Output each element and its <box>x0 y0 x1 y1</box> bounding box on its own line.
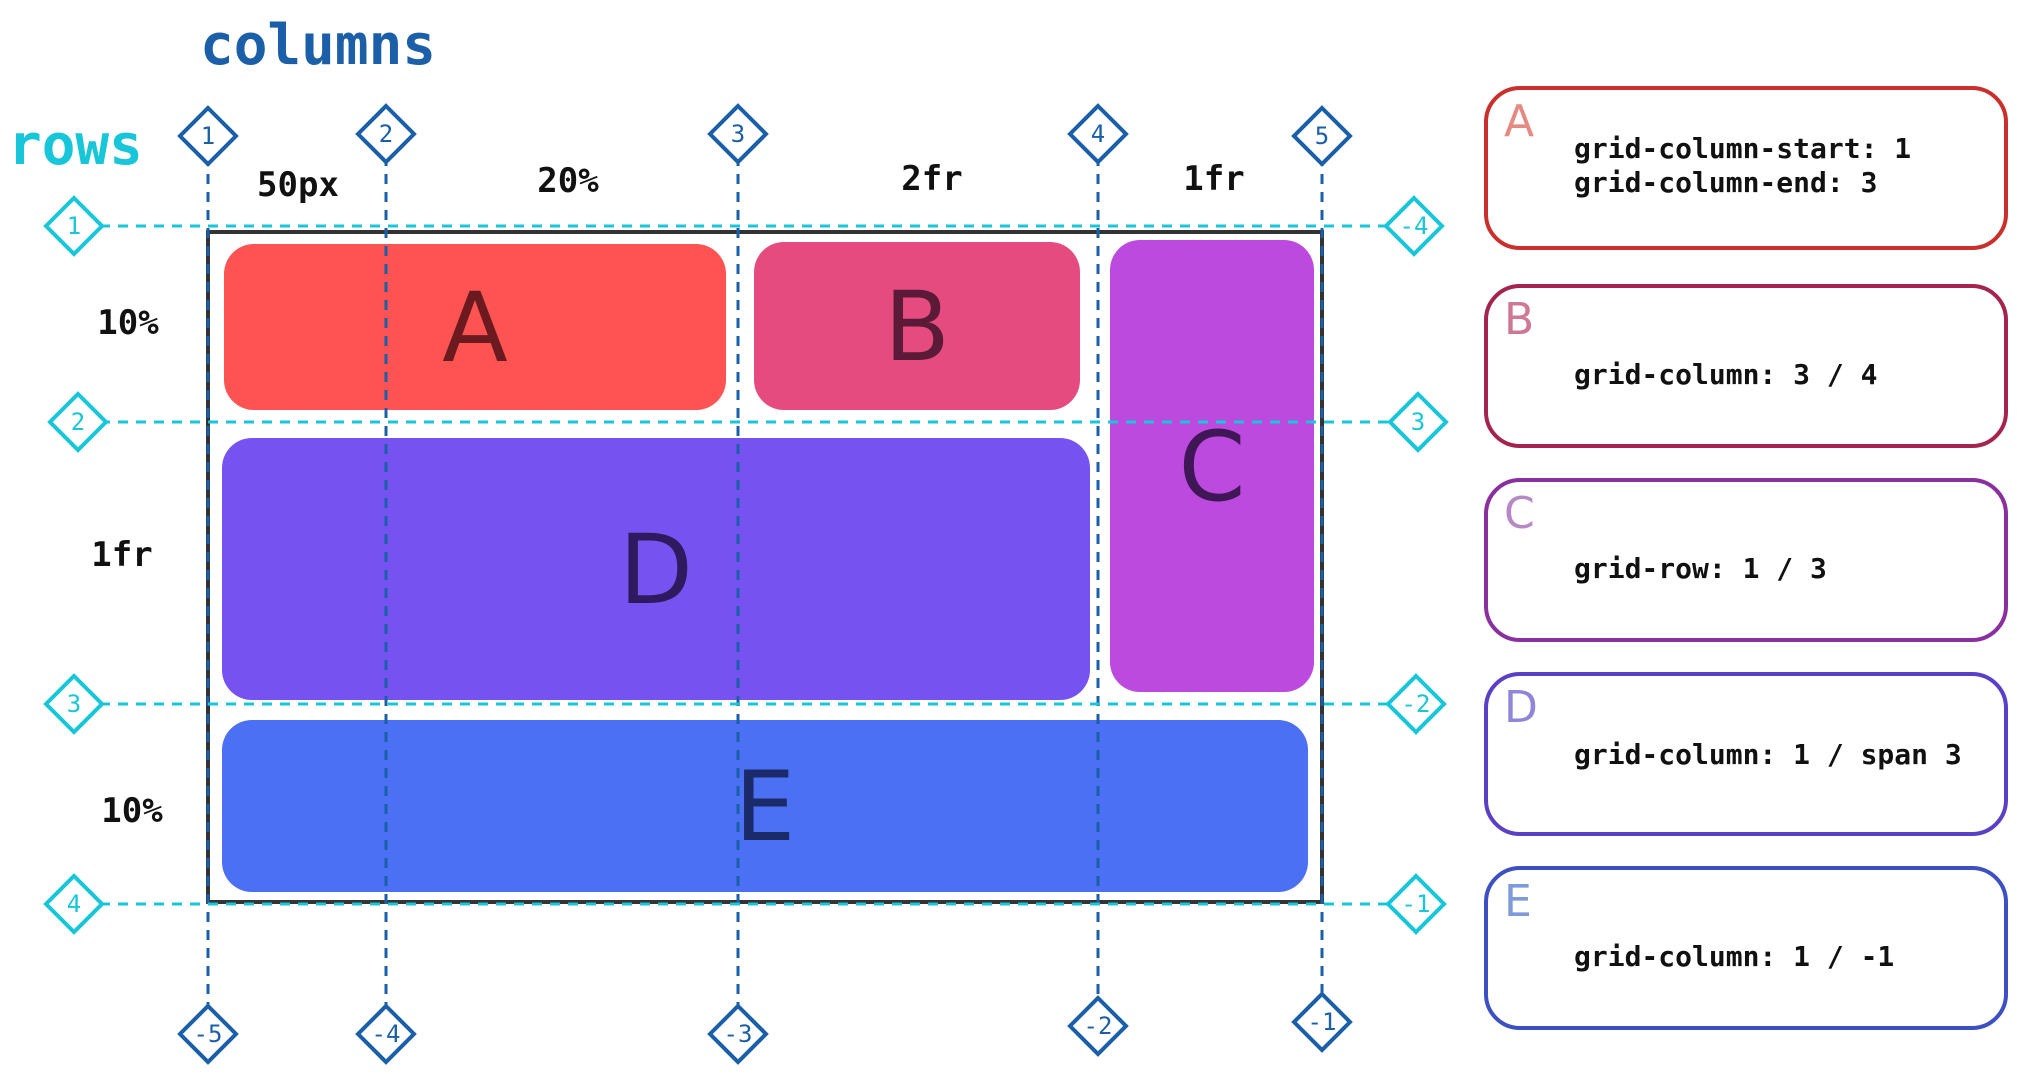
row-line-marker-number: 3 <box>67 690 81 718</box>
column-track-label: 20% <box>537 161 599 201</box>
row-track-label: 10% <box>97 303 159 343</box>
column-line-marker <box>1067 103 1129 165</box>
grid-area-letter: E <box>735 751 796 863</box>
card-area-c: C grid-row: 1 / 3 <box>1484 478 2008 642</box>
row-line-marker <box>43 673 105 735</box>
columns-title: columns <box>200 13 436 78</box>
column-line-marker <box>707 103 769 165</box>
card-code-line: grid-column-start: 1 <box>1574 132 1912 165</box>
rows-title: rows <box>8 113 143 178</box>
column-line-marker-number: -2 <box>1084 1012 1113 1040</box>
column-line-marker <box>1067 995 1129 1057</box>
grid-area-letter: A <box>442 272 508 384</box>
card-letter: A <box>1504 96 1535 147</box>
column-track-label: 1fr <box>1183 159 1244 199</box>
grid-area-letter: B <box>884 271 950 383</box>
row-line-marker-number: 2 <box>71 408 85 436</box>
row-line-marker-number: 1 <box>67 212 81 240</box>
grid-area-a <box>224 244 726 410</box>
row-line-marker <box>43 873 105 935</box>
grid-area-letter: C <box>1178 411 1245 523</box>
row-line-marker-number: -2 <box>1402 690 1431 718</box>
card-area-e: E grid-column: 1 / -1 <box>1484 866 2008 1030</box>
column-track-label: 2fr <box>901 159 962 199</box>
column-line-marker-number: 4 <box>1091 120 1105 148</box>
card-letter: C <box>1504 488 1535 539</box>
column-line-marker-number: 2 <box>379 120 393 148</box>
row-line-marker-number: -4 <box>1400 212 1429 240</box>
column-line-marker <box>355 1003 417 1065</box>
grid-container-border <box>206 230 1324 904</box>
row-line-marker <box>1387 391 1449 453</box>
row-line-marker <box>1385 673 1447 735</box>
column-line-marker-number: -1 <box>1308 1008 1337 1036</box>
row-line-marker-number: -1 <box>1402 890 1431 918</box>
row-line-marker-number: 4 <box>67 890 81 918</box>
column-line-marker-number: 5 <box>1315 122 1329 150</box>
grid-area-e <box>222 720 1308 892</box>
card-code-line: grid-column: 1 / span 3 <box>1574 738 1962 771</box>
card-letter: D <box>1504 682 1538 733</box>
column-line-marker-number: 1 <box>201 122 215 150</box>
card-letter: E <box>1504 876 1532 927</box>
column-track-label: 50px <box>257 165 339 205</box>
column-line-marker-number: -3 <box>724 1020 753 1048</box>
grid-area-c <box>1110 240 1314 692</box>
column-line-marker-number: -4 <box>372 1020 401 1048</box>
grid-area-d <box>222 438 1090 700</box>
css-grid-diagram: columns rows A B C D E 1 -5 2 -4 3 -3 4 -2 5 -1 1 -4 2 3 3… <box>8 13 1449 1065</box>
card-code-line: grid-column: 1 / -1 <box>1574 940 1895 973</box>
column-line-marker <box>177 1003 239 1065</box>
column-line-marker <box>355 103 417 165</box>
column-line-marker <box>1291 105 1353 167</box>
row-line-marker <box>1383 195 1445 257</box>
grid-area-letter: D <box>619 514 693 626</box>
column-line-marker <box>1291 991 1353 1053</box>
column-line-marker-number: -5 <box>194 1020 223 1048</box>
card-code-line: grid-column-end: 3 <box>1574 166 1878 199</box>
card-area-b: B grid-column: 3 / 4 <box>1484 284 2008 448</box>
column-line-marker <box>707 1003 769 1065</box>
row-track-label: 10% <box>101 791 163 831</box>
row-line-marker <box>1385 873 1447 935</box>
card-letter: B <box>1504 294 1535 345</box>
card-area-a: A grid-column-start: 1 grid-column-end: … <box>1484 86 2008 250</box>
column-line-marker <box>177 105 239 167</box>
row-track-label: 1fr <box>91 535 152 575</box>
card-code-line: grid-row: 1 / 3 <box>1574 552 1827 585</box>
row-line-marker <box>47 391 109 453</box>
column-line-marker-number: 3 <box>731 120 745 148</box>
card-area-d: D grid-column: 1 / span 3 <box>1484 672 2008 836</box>
row-line-marker <box>43 195 105 257</box>
grid-area-b <box>754 242 1080 410</box>
card-code-line: grid-column: 3 / 4 <box>1574 358 1878 391</box>
row-line-marker-number: 3 <box>1411 408 1425 436</box>
